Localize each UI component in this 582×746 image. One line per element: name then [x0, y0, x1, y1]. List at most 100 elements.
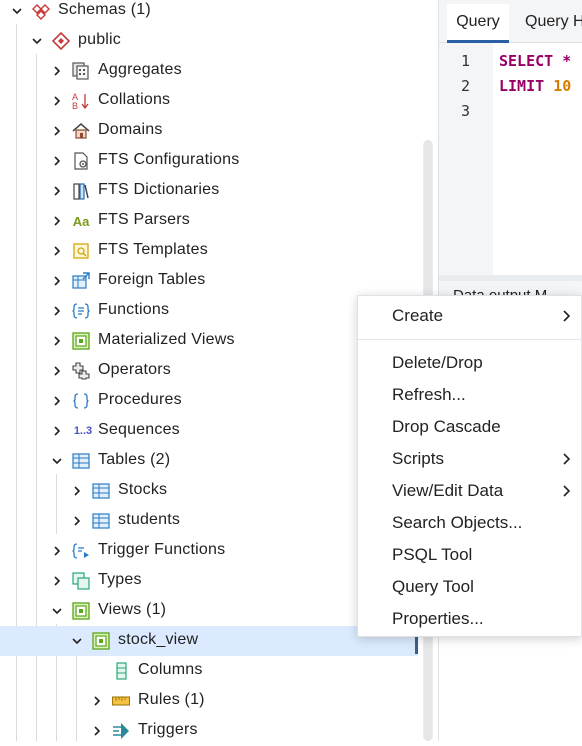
trigger-function-icon [71, 541, 91, 561]
chevron-down-icon[interactable] [30, 34, 44, 48]
menu-item-drop-cascade[interactable]: Drop Cascade [392, 417, 501, 436]
tree-node-columns[interactable]: Columns [0, 656, 418, 686]
tree-node-public[interactable]: public [0, 26, 418, 56]
tree-node-operators[interactable]: Operators [0, 356, 418, 386]
chevron-right-icon [563, 453, 571, 465]
tree-node-types[interactable]: Types [0, 566, 418, 596]
tab-query-history[interactable]: Query H [525, 13, 582, 30]
tree-node-schemas[interactable]: Schemas (1) [0, 0, 418, 26]
tree-node-fts-parsers[interactable]: Aa FTS Parsers [0, 206, 418, 236]
tree-guide-line [76, 654, 77, 741]
tree-node-materialized-views[interactable]: Materialized Views [0, 326, 418, 356]
query-tab-bar: Query Query H [439, 0, 582, 43]
tree-node-aggregates[interactable]: Aggregates [0, 56, 418, 86]
tree-node-functions[interactable]: Functions [0, 296, 418, 326]
menu-item-properties[interactable]: Properties... [392, 609, 484, 628]
menu-item-query-tool[interactable]: Query Tool [392, 577, 474, 596]
tree-node-tables[interactable]: Tables (2) [0, 446, 418, 476]
tree-node-sequences[interactable]: 1..3 Sequences [0, 416, 418, 446]
tree-node-table-stocks[interactable]: Stocks [0, 476, 418, 506]
chevron-down-icon[interactable] [50, 604, 64, 618]
menu-item-delete-drop[interactable]: Delete/Drop [392, 353, 483, 372]
chevron-down-icon[interactable] [10, 4, 24, 18]
tree-node-domains[interactable]: Domains [0, 116, 418, 146]
schema-icon [51, 31, 71, 51]
tree-node-fts-templates[interactable]: FTS Templates [0, 236, 418, 266]
tree-node-fts-dictionaries[interactable]: FTS Dictionaries [0, 176, 418, 206]
fts-parser-icon: Aa [72, 213, 90, 229]
chevron-right-icon[interactable] [90, 724, 104, 738]
chevron-right-icon[interactable] [50, 394, 64, 408]
function-icon [71, 301, 91, 321]
chevron-right-icon [563, 485, 571, 497]
code-line-2: LIMIT 10 [499, 77, 572, 95]
tree-guide-line [36, 54, 37, 741]
tree-node-rules[interactable]: Rules (1) [0, 686, 418, 716]
menu-separator [358, 339, 582, 340]
chevron-right-icon[interactable] [90, 694, 104, 708]
tables-icon [71, 451, 91, 471]
chevron-right-icon[interactable] [50, 334, 64, 348]
tree-node-procedures[interactable]: Procedures [0, 386, 418, 416]
fts-dictionary-icon [71, 181, 91, 201]
line-number-gutter: 1 2 3 [439, 43, 493, 275]
chevron-right-icon [563, 310, 571, 322]
svg-text:B: B [72, 101, 78, 110]
tree-guide-line [56, 474, 57, 534]
fts-configuration-icon [71, 151, 91, 171]
tree-node-stock-view[interactable]: stock_view [0, 626, 418, 656]
ruler-icon [111, 691, 131, 711]
table-icon [91, 481, 111, 501]
sequence-icon: 1..3 [73, 425, 93, 437]
tree-node-triggers[interactable]: Triggers [0, 716, 418, 746]
chevron-right-icon[interactable] [50, 424, 64, 438]
chevron-right-icon[interactable] [50, 94, 64, 108]
menu-item-scripts[interactable]: Scripts [358, 443, 582, 475]
tree-guide-line [16, 24, 17, 741]
aggregates-icon [71, 61, 91, 81]
chevron-right-icon[interactable] [50, 124, 64, 138]
tree-node-fts-configurations[interactable]: FTS Configurations [0, 146, 418, 176]
chevron-right-icon[interactable] [50, 574, 64, 588]
sql-editor[interactable]: 1 2 3 SELECT * LIMIT 10 [439, 43, 582, 275]
menu-item-view-edit-data[interactable]: View/Edit Data [358, 475, 582, 507]
menu-item-search-objects[interactable]: Search Objects... [392, 513, 523, 532]
chevron-down-icon[interactable] [70, 634, 84, 648]
chevron-right-icon[interactable] [50, 364, 64, 378]
table-icon [91, 511, 111, 531]
chevron-right-icon[interactable] [50, 64, 64, 78]
procedure-icon [71, 391, 91, 411]
context-menu: Create Delete/Drop Refresh... Drop Casca… [357, 295, 582, 637]
chevron-right-icon[interactable] [70, 514, 84, 528]
chevron-right-icon[interactable] [50, 274, 64, 288]
chevron-right-icon[interactable] [50, 544, 64, 558]
view-icon [91, 631, 111, 651]
chevron-right-icon[interactable] [50, 184, 64, 198]
chevron-right-icon[interactable] [70, 484, 84, 498]
schemas-icon [31, 1, 51, 21]
chevron-right-icon[interactable] [50, 244, 64, 258]
tree-node-views[interactable]: Views (1) [0, 596, 418, 626]
tab-query[interactable]: Query [447, 4, 509, 43]
materialized-view-icon [71, 331, 91, 351]
domains-icon [71, 121, 91, 141]
fts-template-icon [71, 241, 91, 261]
type-icon [71, 571, 91, 591]
panel-splitter[interactable] [439, 275, 582, 281]
tree-node-table-students[interactable]: students [0, 506, 418, 536]
menu-item-psql-tool[interactable]: PSQL Tool [392, 545, 473, 564]
columns-icon [111, 661, 131, 681]
tree-node-trigger-functions[interactable]: Trigger Functions [0, 536, 418, 566]
chevron-right-icon[interactable] [50, 304, 64, 318]
tree-node-foreign-tables[interactable]: Foreign Tables [0, 266, 418, 296]
chevron-down-icon[interactable] [50, 454, 64, 468]
views-icon [71, 601, 91, 621]
chevron-right-icon[interactable] [50, 214, 64, 228]
code-line-1: SELECT * [499, 52, 572, 70]
chevron-right-icon[interactable] [50, 154, 64, 168]
svg-text:A: A [72, 92, 78, 102]
menu-item-refresh[interactable]: Refresh... [392, 385, 466, 404]
menu-item-create[interactable]: Create [358, 300, 582, 332]
